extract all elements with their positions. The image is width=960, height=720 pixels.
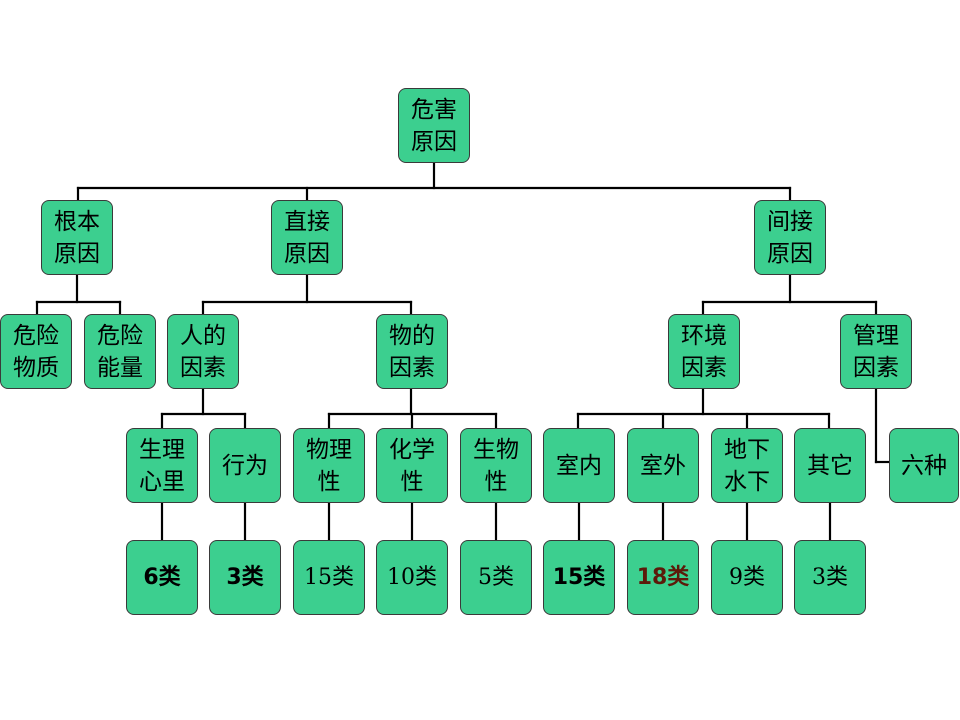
node-count-indoor: 15类 [543,540,615,615]
node-hazard-cause: 危害 原因 [398,88,470,163]
node-biological: 生物 性 [460,428,532,503]
node-count-physical: 15类 [293,540,365,615]
node-hazardous-substance: 危险 物质 [0,314,72,389]
node-underground-underwater: 地下 水下 [711,428,783,503]
node-environment-factor: 环境 因素 [668,314,740,389]
node-object-factor: 物的 因素 [376,314,448,389]
node-count-behavior: 3类 [209,540,281,615]
node-human-factor: 人的 因素 [167,314,239,389]
node-outdoor: 室外 [627,428,699,503]
node-behavior: 行为 [209,428,281,503]
node-management-factor: 管理 因素 [840,314,912,389]
node-count-physiological: 6类 [126,540,198,615]
node-six-kinds: 六种 [889,428,959,503]
node-physical: 物理 性 [293,428,365,503]
node-count-underground-underwater: 9类 [711,540,783,615]
node-count-biological: 5类 [460,540,532,615]
node-root-cause: 根本 原因 [41,200,113,275]
node-count-outdoor: 18类 [627,540,699,615]
node-count-other: 3类 [794,540,866,615]
node-chemical: 化学 性 [376,428,448,503]
node-indoor: 室内 [543,428,615,503]
node-hazardous-energy: 危险 能量 [84,314,156,389]
node-physiological-psychological: 生理 心里 [126,428,198,503]
node-direct-cause: 直接 原因 [271,200,343,275]
node-indirect-cause: 间接 原因 [754,200,826,275]
node-count-chemical: 10类 [376,540,448,615]
node-other: 其它 [794,428,866,503]
